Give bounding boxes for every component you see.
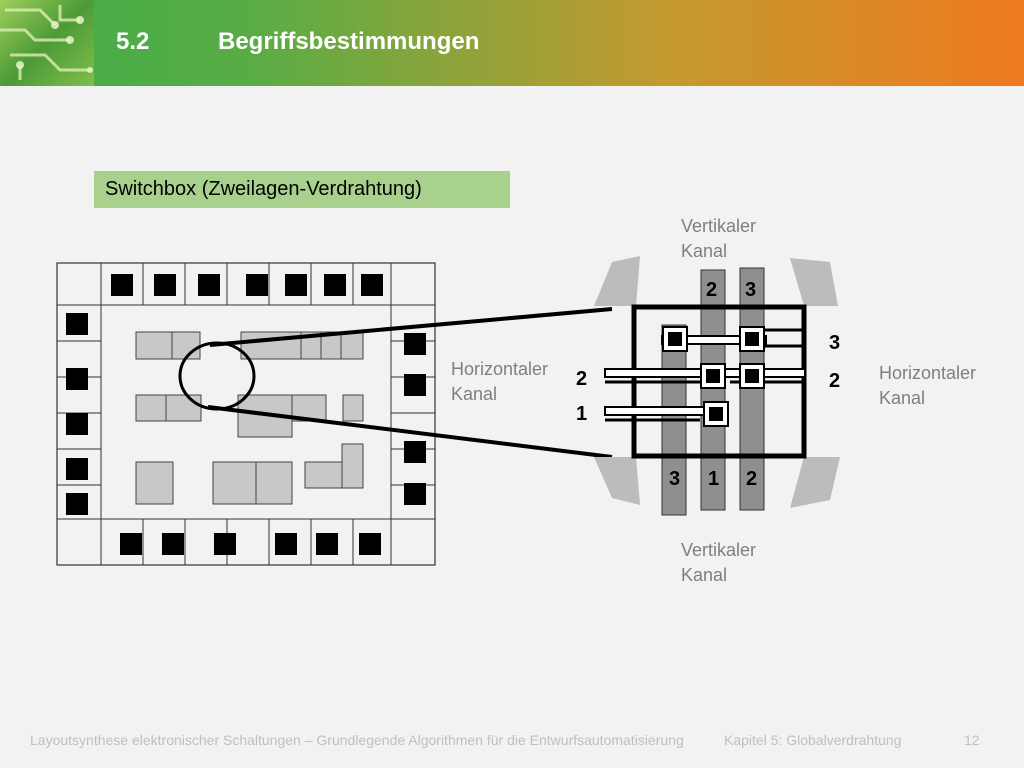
via-contacts [662,326,765,427]
bottom-pad-cells [100,518,392,566]
switchbox-detail: 2 3 3 1 2 2 1 3 2 [576,256,840,516]
channel-fringes [594,256,840,508]
pin-right-2: 2 [829,370,840,392]
section-title: Begriffsbestimmungen [218,28,480,55]
pin-bottom-2: 1 [708,468,719,490]
pin-top-1: 2 [706,279,717,301]
io-pads [66,274,426,555]
pin-right-1: 3 [829,332,840,354]
label-vertical-bottom: Vertikaler Kanal [681,540,757,585]
pin-numbers: 2 3 3 1 2 2 1 3 2 [576,279,840,490]
header-bar: 5.2 Begriffsbestimmungen [0,0,1024,86]
pin-left-2: 1 [576,403,587,425]
circuit-logo-icon [0,0,94,86]
pin-bottom-1: 3 [669,468,680,490]
label-vertical-top: Vertikaler Kanal [681,216,757,261]
footer-chapter: Kapitel 5: Globalverdrahtung [724,732,902,748]
top-pad-cells [100,262,392,306]
section-number: 5.2 [116,28,150,55]
chip-layout [56,262,436,566]
left-pad-cells [56,304,102,520]
pin-left-1: 2 [576,368,587,390]
footer-page-number: 12 [964,732,980,748]
pin-stubs [605,328,806,422]
label-horizontal-left: Horizontaler Kanal [451,359,549,404]
label-horizontal-right: Horizontaler Kanal [879,363,977,408]
pin-top-2: 3 [745,279,756,301]
pin-bottom-3: 2 [746,468,757,490]
logic-blocks [135,331,364,505]
footer-course: Layoutsynthese elektronischer Schaltunge… [30,732,684,748]
zoom-ellipse [178,341,256,411]
zoom-projection-lines [207,307,613,459]
diagram-title: Switchbox (Zweilagen-Verdrahtung) [94,171,510,208]
